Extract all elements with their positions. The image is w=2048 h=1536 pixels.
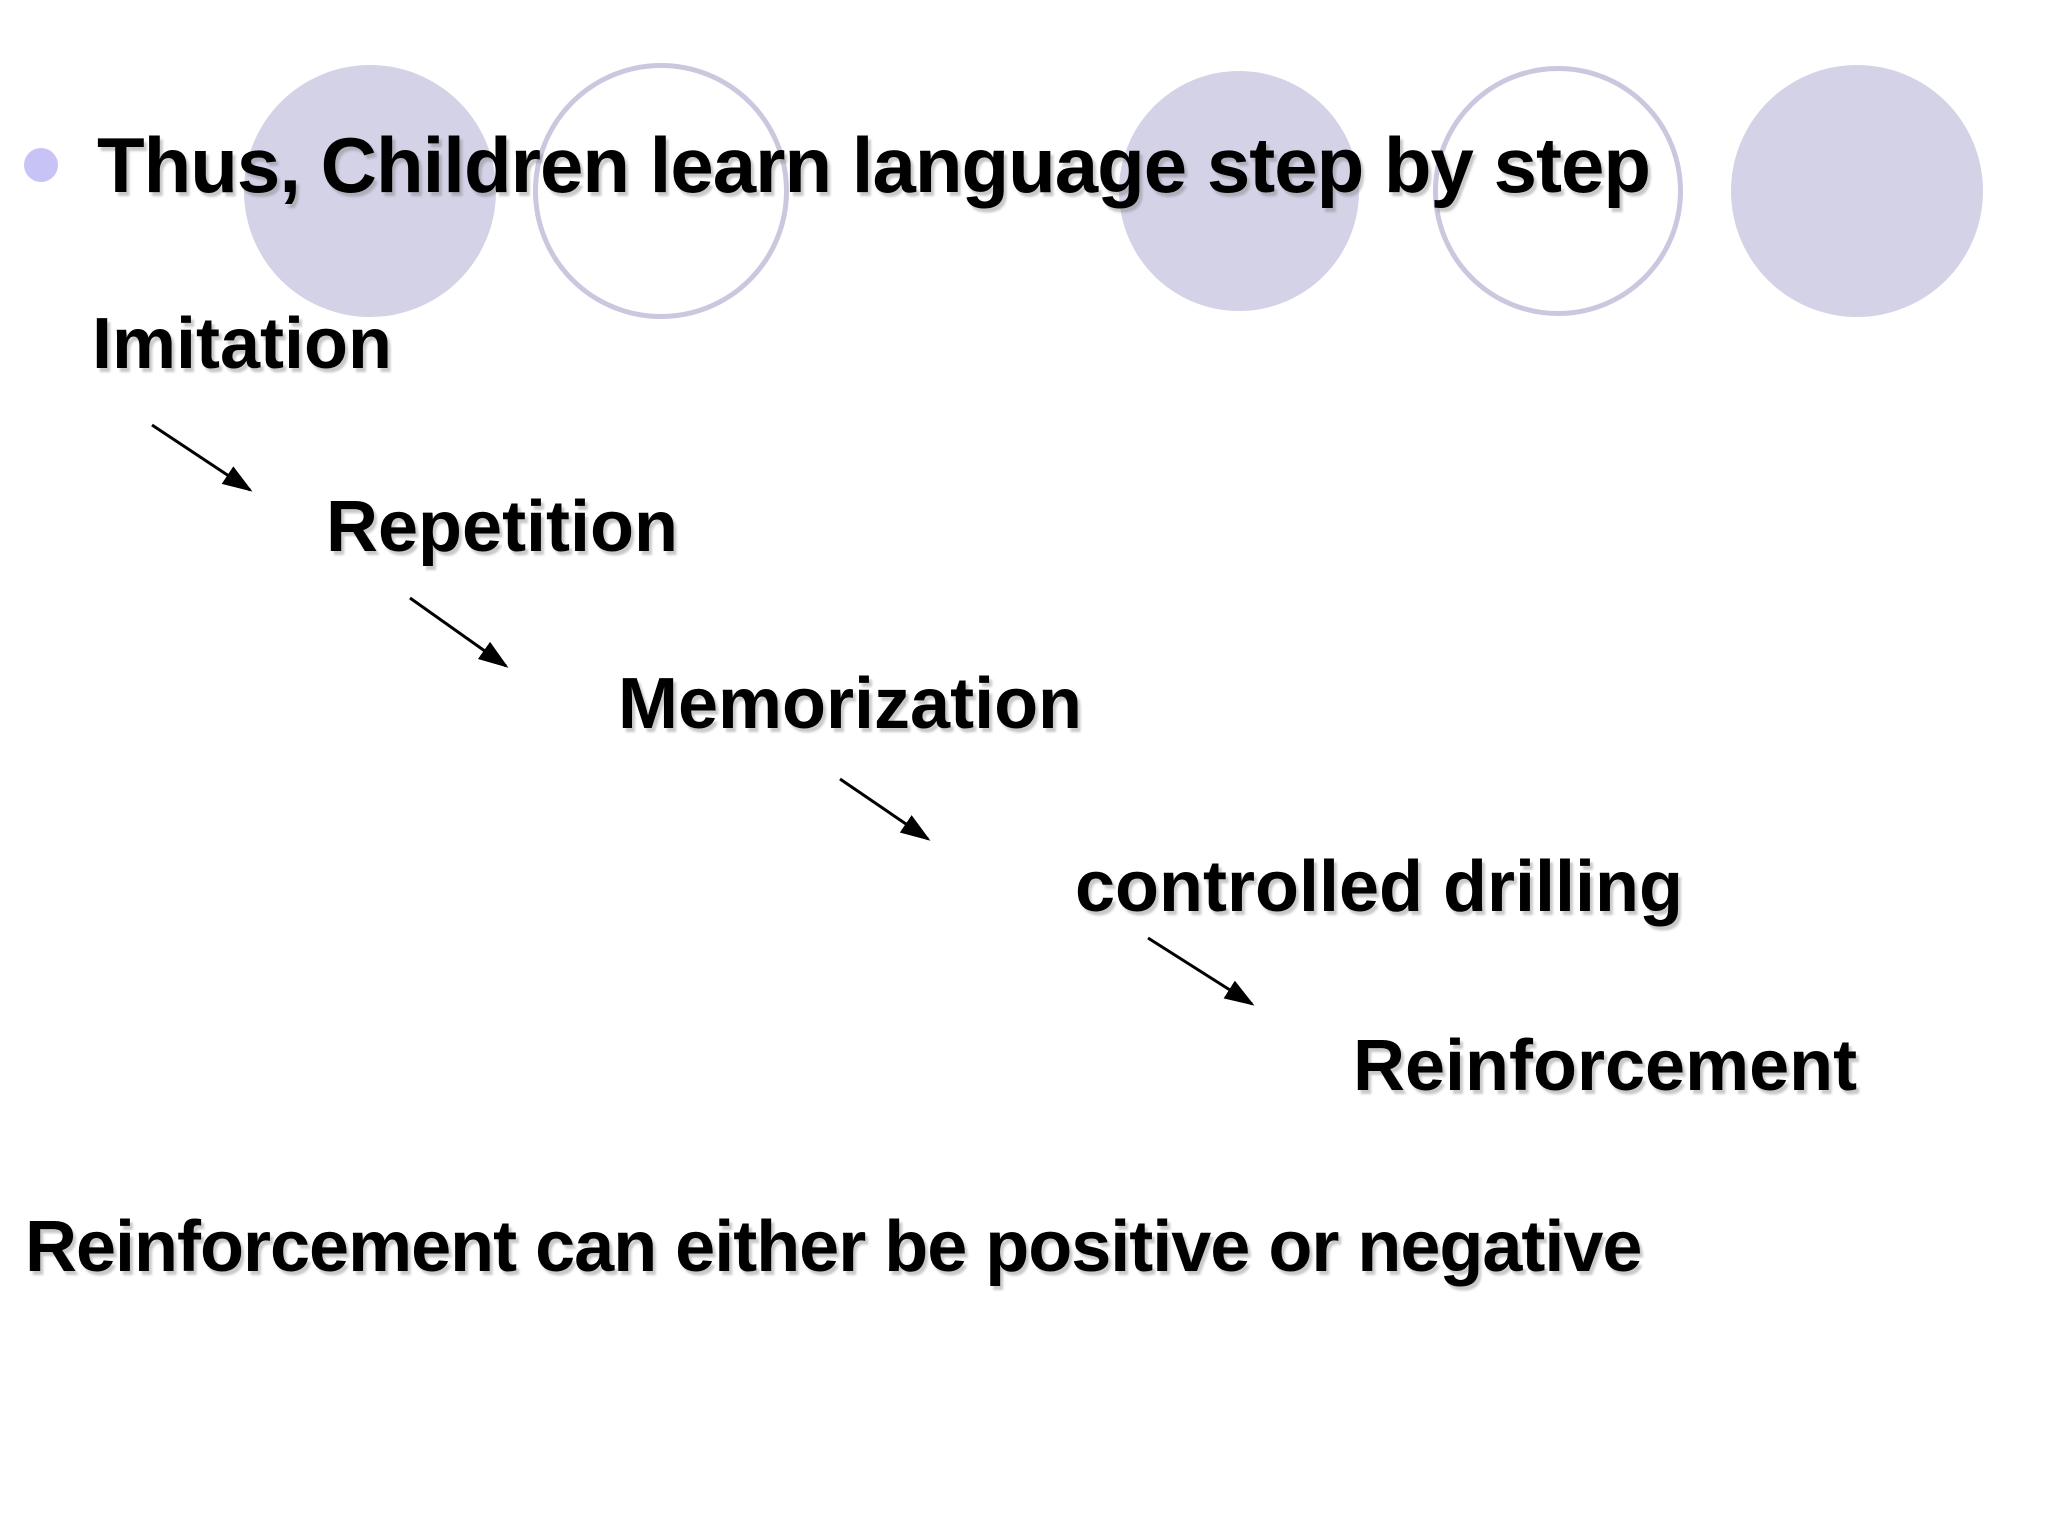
decor-circle-5 [1731, 65, 1983, 317]
decor-circle-3 [1119, 71, 1359, 311]
step-label-controlled-drilling: controlled drilling [1075, 847, 1683, 927]
step-label-imitation: Imitation [92, 304, 392, 384]
step-label-reinforcement: Reinforcement [1353, 1026, 1858, 1106]
step-label-repetition: Repetition [326, 487, 678, 567]
bullet-icon [24, 148, 58, 182]
decor-circle-4 [1433, 66, 1683, 316]
flow-arrow-1 [151, 423, 253, 492]
decor-circle-2 [533, 63, 789, 319]
decor-circle-1 [244, 65, 496, 317]
step-label-memorization: Memorization [618, 664, 1083, 744]
flow-arrow-3 [839, 777, 931, 841]
flow-arrow-2 [409, 596, 509, 668]
slide-title: Thus, Children learn language step by st… [97, 121, 1651, 209]
footer-text: Reinforcement can either be positive or … [25, 1207, 1642, 1287]
flow-arrow-4 [1147, 936, 1255, 1006]
